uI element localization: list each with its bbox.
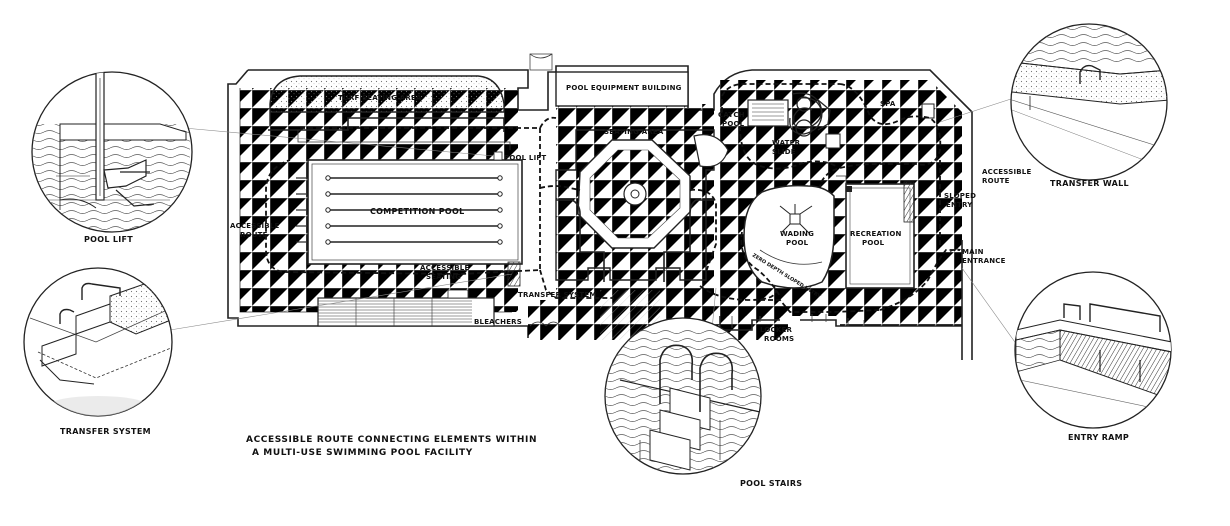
callout-pool-stairs: POOL STAIRS (604, 317, 802, 488)
caption-line-2: A MULTI-USE SWIMMING POOL FACILITY (252, 448, 473, 458)
label-pool-equipment-building: POOL EQUIPMENT BUILDING (566, 84, 682, 92)
label-locker-rooms-1: LOCKER (760, 326, 793, 334)
label-seating-area: SEATING AREA (604, 128, 664, 136)
caption: ACCESSIBLE ROUTE CONNECTING ELEMENTS WIT… (246, 435, 537, 458)
label-wading-pool-1: WADING (780, 230, 814, 238)
label-main-entrance-1: MAIN (962, 248, 984, 256)
callout-label-transfer-system: TRANSFER SYSTEM (60, 427, 151, 436)
label-transfer-system: TRANSFER SYSTEM (518, 291, 597, 299)
callout-label-transfer-wall: TRANSFER WALL (1050, 179, 1129, 188)
label-accessible-route-left-1: ACCESSIBLE (230, 222, 279, 230)
callout-transfer-wall: TRANSFER WALL (1010, 23, 1168, 188)
callout-label-entry-ramp: ENTRY RAMP (1068, 433, 1129, 442)
callout-entry-ramp: ENTRY RAMP (1014, 271, 1172, 442)
label-catch-pool-1: CATCH (718, 111, 745, 119)
label-water-slide-2: SLIDE (772, 148, 796, 156)
leader-lines (169, 97, 1023, 353)
lane-lines (325, 175, 503, 245)
label-catch-pool-2: POOL (722, 120, 745, 128)
label-turf-seating-area: TURF SEATING AREA (338, 94, 422, 102)
water-slide-graphic (789, 92, 831, 137)
label-recreation-pool-2: POOL (862, 239, 885, 247)
label-accessible-seating-1: ACCESSIBLE (420, 264, 469, 272)
label-accessible-route-right-2: ROUTE (982, 177, 1010, 185)
label-competition-pool: COMPETITION POOL (370, 207, 464, 216)
caption-line-1: ACCESSIBLE ROUTE CONNECTING ELEMENTS WIT… (246, 435, 537, 445)
label-spa: SPA (880, 100, 896, 108)
label-recreation-pool-1: RECREATION (850, 230, 902, 238)
callout-label-pool-stairs: POOL STAIRS (740, 479, 802, 488)
label-wading-pool-2: POOL (786, 239, 809, 247)
callout-label-pool-lift: POOL LIFT (84, 235, 133, 244)
label-sloped-entry-2: ENTRY (946, 201, 973, 209)
label-water-slide-1: WATER (772, 139, 801, 147)
label-locker-rooms-2: ROOMS (764, 335, 794, 343)
accessible-route (265, 83, 960, 313)
label-accessible-route-right-1: ACCESSIBLE (982, 168, 1031, 176)
callout-transfer-system: TRANSFER SYSTEM (23, 267, 173, 436)
callout-pool-lift: POOL LIFT (31, 71, 193, 244)
label-accessible-seating-2: SEATING (426, 273, 461, 281)
label-bleachers: BLEACHERS (474, 318, 522, 326)
label-accessible-route-left-2: ROUTE (240, 231, 268, 239)
label-main-entrance-2: ENTRANCE (962, 257, 1006, 265)
label-pool-lift: POOL LIFT (504, 154, 546, 162)
label-sloped-entry-1: SLOPED (944, 192, 976, 200)
